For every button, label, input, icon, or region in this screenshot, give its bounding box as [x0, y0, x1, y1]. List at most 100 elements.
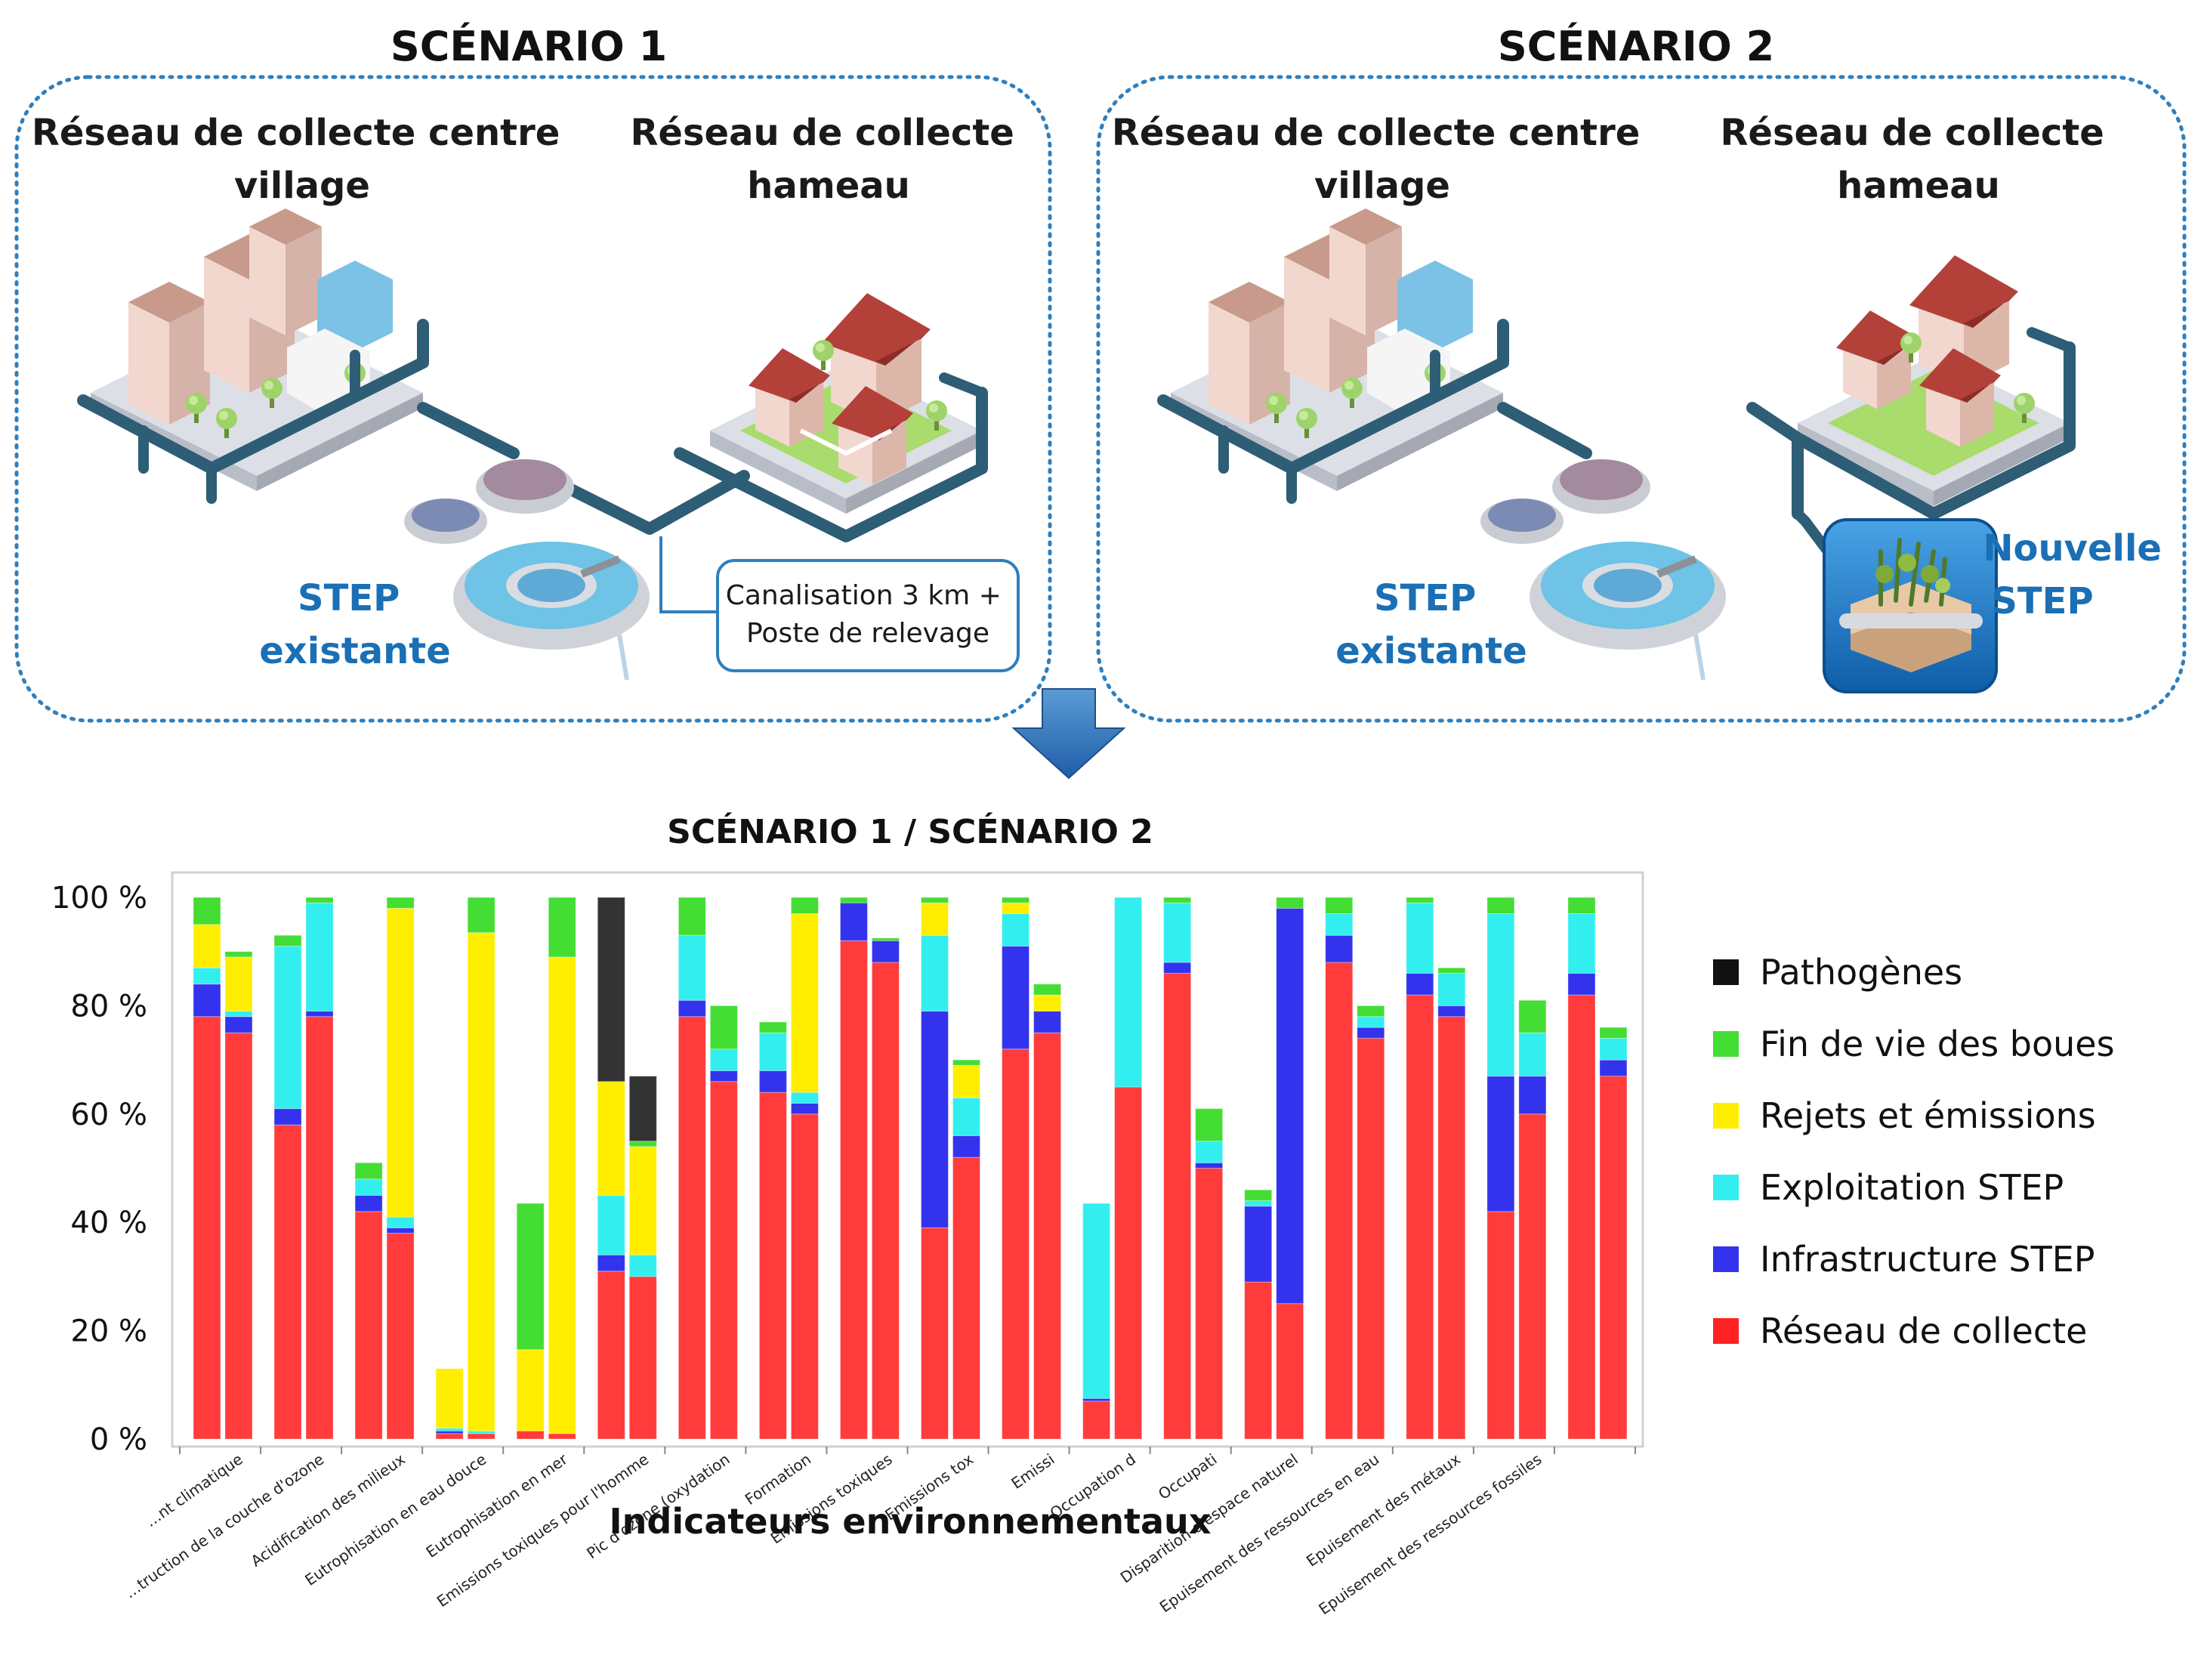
bar-segment-exploitation-step: [1599, 1037, 1628, 1061]
legend-label: Exploitation STEP: [1760, 1167, 2064, 1208]
y-tick-label: 0 %: [90, 1422, 147, 1457]
down-arrow-icon: [1011, 688, 1126, 780]
bar-segment-r-seau-de-collecte: [1437, 1016, 1466, 1440]
bar-segment-fin-de-vie-des-boues: [1325, 897, 1354, 915]
scenario-2-step-label: STEP existante: [1335, 577, 1527, 672]
bar-segment-infrastructure-step: [193, 984, 221, 1018]
bar-segment-rejets-et-missions: [1002, 902, 1030, 915]
bar-segment-infrastructure-step: [1518, 1076, 1547, 1115]
bar-segment-rejets-et-missions: [467, 932, 495, 1431]
bar-segment-exploitation-step: [709, 1048, 738, 1071]
bar-segment-exploitation-step: [1114, 897, 1143, 1088]
bar-segment-fin-de-vie-des-boues: [1599, 1027, 1628, 1039]
bar-segment-r-seau-de-collecte: [597, 1271, 625, 1440]
bar-segment-exploitation-step: [224, 1011, 253, 1018]
bar-segment-r-seau-de-collecte: [224, 1032, 253, 1440]
scenario-2-village-line-1: Réseau de collecte centre: [1112, 112, 1640, 154]
bar-segment-infrastructure-step: [678, 999, 706, 1018]
bar-segment-rejets-et-missions: [952, 1064, 980, 1098]
scenario-2-hameau-line-1: Réseau de collecte: [1720, 112, 2104, 154]
bar-segment-fin-de-vie-des-boues: [628, 1141, 657, 1147]
legend-label: Infrastructure STEP: [1760, 1239, 2095, 1280]
bar-segment-exploitation-step: [628, 1254, 657, 1277]
bar-segment-exploitation-step: [1082, 1203, 1111, 1399]
bar-segment-rejets-et-missions: [790, 913, 819, 1093]
bar-series: [193, 897, 1628, 1440]
scenario-1-hameau-illustration: [674, 293, 988, 542]
bar-segment-fin-de-vie-des-boues: [1002, 897, 1030, 903]
bar-segment-fin-de-vie-des-boues: [467, 897, 495, 934]
bar-segment-r-seau-de-collecte: [548, 1433, 576, 1440]
bar-segment-fin-de-vie-des-boues: [709, 1005, 738, 1050]
scenario-1-village-label: Réseau de collecte centre village: [32, 112, 573, 207]
scenario-2-step-illustration: [1480, 459, 1726, 681]
bar-segment-fin-de-vie-des-boues: [1518, 999, 1547, 1033]
bar-segment-r-seau-de-collecte: [1195, 1168, 1224, 1440]
bar-segment-fin-de-vie-des-boues: [273, 934, 302, 947]
scenario-1-connection-pipe: [417, 402, 750, 535]
bar-segment-fin-de-vie-des-boues: [871, 937, 900, 941]
bar-segment-r-seau-de-collecte: [193, 1016, 221, 1440]
scenario-1-callout-leader: [659, 536, 718, 613]
bar-segment-exploitation-step: [597, 1194, 625, 1255]
bar-segment-fin-de-vie-des-boues: [790, 897, 819, 915]
bar-segment-r-seau-de-collecte: [709, 1081, 738, 1440]
scenario-1-title: SCÉNARIO 1: [390, 23, 667, 70]
bar-segment-infrastructure-step: [839, 902, 868, 941]
scenario-1-callout-box: [716, 559, 1020, 672]
bar-segment-r-seau-de-collecte: [839, 940, 868, 1440]
bar-segment-fin-de-vie-des-boues: [386, 897, 415, 909]
new-step-label: Nouvelle STEP: [1983, 527, 2174, 622]
bar-segment-rejets-et-missions: [548, 956, 576, 1434]
bar-segment-infrastructure-step: [597, 1254, 625, 1272]
bar-segment-r-seau-de-collecte: [1114, 1086, 1143, 1440]
bar-segment-exploitation-step: [1406, 902, 1434, 974]
bar-segment-exploitation-step: [952, 1097, 980, 1136]
bar-segment-r-seau-de-collecte: [1486, 1211, 1515, 1440]
bar-segment-infrastructure-step: [1357, 1027, 1385, 1039]
scenario-2-frame: [1096, 75, 2187, 723]
x-tick-label: Eutrophisation en mer: [422, 1450, 571, 1561]
bar-segment-r-seau-de-collecte: [1599, 1076, 1628, 1440]
bar-segment-r-seau-de-collecte: [354, 1211, 383, 1440]
scenario-1-village-line-2: village: [234, 165, 370, 207]
bar-segment-fin-de-vie-des-boues: [758, 1021, 787, 1033]
bar-segment-fin-de-vie-des-boues: [678, 897, 706, 936]
bar-segment-exploitation-step: [1567, 913, 1596, 974]
bar-segment-r-seau-de-collecte: [628, 1276, 657, 1440]
bar-segment-exploitation-step: [678, 934, 706, 1001]
bar-segment-exploitation-step: [758, 1032, 787, 1071]
legend-label: Fin de vie des boues: [1760, 1024, 2115, 1064]
bar-segment-fin-de-vie-des-boues: [1406, 897, 1434, 903]
bar-segment-infrastructure-step: [790, 1102, 819, 1115]
bar-segment-exploitation-step: [790, 1092, 819, 1104]
chart: SCÉNARIO 1 / SCÉNARIO 2 0 %20 %40 %60 %8…: [51, 811, 2115, 1618]
bar-segment-rejets-et-missions: [628, 1146, 657, 1255]
bar-segment-fin-de-vie-des-boues: [952, 1059, 980, 1066]
y-tick-label: 60 %: [70, 1098, 147, 1132]
bar-segment-fin-de-vie-des-boues: [1244, 1189, 1273, 1202]
scenario-1-step-illustration: [404, 459, 650, 681]
bar-segment-exploitation-step: [1325, 913, 1354, 936]
scenario-1-frame: [14, 75, 1052, 723]
legend-label: Rejets et émissions: [1760, 1095, 2096, 1136]
bar-segment-infrastructure-step: [386, 1227, 415, 1234]
y-axis: 0 %20 %40 %60 %80 %100 %: [51, 881, 147, 1457]
bar-segment-infrastructure-step: [305, 1011, 334, 1018]
legend-swatch: [1713, 1318, 1739, 1344]
scenario-2-panel: SCÉNARIO 2 Réseau de collecte centre vil…: [1096, 23, 2187, 723]
scenario-2-connection-pipe: [1497, 402, 1592, 459]
bar-segment-r-seau-de-collecte: [1357, 1037, 1385, 1440]
bar-segment-rejets-et-missions: [516, 1349, 545, 1431]
bar-segment-infrastructure-step: [1082, 1397, 1111, 1402]
legend-swatch: [1713, 959, 1739, 985]
bar-segment-infrastructure-step: [273, 1108, 302, 1126]
bar-segment-fin-de-vie-des-boues: [305, 897, 334, 903]
bar-segment-infrastructure-step: [709, 1070, 738, 1082]
bar-segment-infrastructure-step: [354, 1194, 383, 1212]
bar-segment-rejets-et-missions: [1033, 994, 1062, 1012]
bar-segment-exploitation-step: [386, 1216, 415, 1228]
bar-segment-r-seau-de-collecte: [1033, 1032, 1062, 1440]
